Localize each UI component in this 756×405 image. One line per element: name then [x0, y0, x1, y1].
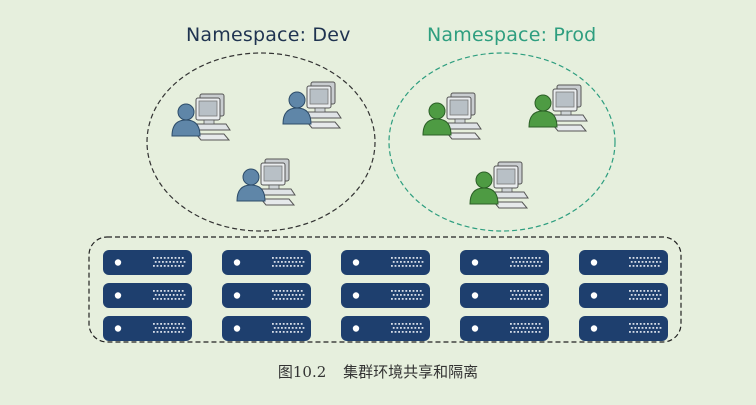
cluster-boundary — [88, 236, 682, 343]
rack-server-icon — [103, 250, 192, 275]
rack-server-icon — [341, 283, 430, 308]
rack-server-icon — [341, 250, 430, 275]
rack-server-icon — [579, 250, 668, 275]
rack-server-icon — [103, 283, 192, 308]
server-grid — [103, 250, 668, 341]
namespace-prod-boundary — [388, 52, 616, 232]
namespace-dev-boundary — [146, 52, 376, 232]
figure-title: 集群环境共享和隔离 — [343, 363, 479, 381]
namespace-dev-label: Namespace: Dev — [186, 24, 351, 46]
rack-server-icon — [341, 316, 430, 341]
rack-server-icon — [460, 283, 549, 308]
workstation-with-user-icon — [422, 92, 482, 140]
namespace-prod-label: Namespace: Prod — [427, 24, 597, 46]
rack-server-icon — [222, 283, 311, 308]
workstation-with-user-icon — [528, 84, 588, 132]
rack-server-icon — [579, 283, 668, 308]
workstation-with-user-icon — [171, 93, 231, 141]
rack-server-icon — [222, 250, 311, 275]
rack-server-icon — [460, 250, 549, 275]
figure-number: 图10.2 — [277, 363, 327, 381]
rack-server-icon — [222, 316, 311, 341]
rack-server-icon — [460, 316, 549, 341]
workstation-with-user-icon — [236, 158, 296, 206]
workstation-with-user-icon — [282, 81, 342, 129]
rack-server-icon — [579, 316, 668, 341]
workstation-with-user-icon — [469, 161, 529, 209]
figure-caption: 图10.2 集群环境共享和隔离 — [0, 361, 756, 382]
rack-server-icon — [103, 316, 192, 341]
